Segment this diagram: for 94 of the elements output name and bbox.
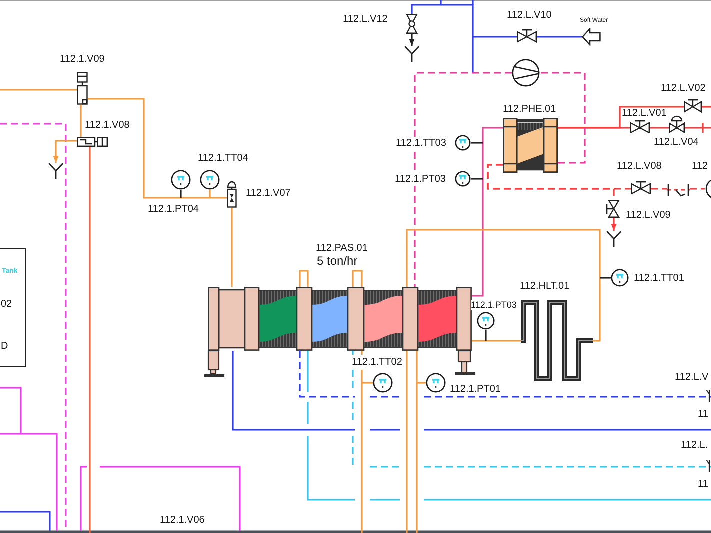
pipe-line	[685, 127, 711, 129]
pipe-line	[209, 190, 211, 198]
plate-heat-exchanger	[208, 287, 472, 351]
valve-symbol	[630, 118, 650, 133]
arrow	[53, 140, 77, 163]
strainer-symbol	[667, 183, 690, 197]
tag-label: 112.1.V08	[85, 120, 130, 132]
pipe-line	[417, 382, 426, 384]
pipe-line	[89, 147, 91, 533]
pipe-line	[471, 178, 483, 180]
tag-label: 112.1.PT01	[450, 384, 501, 396]
info-text: D	[1, 341, 8, 352]
pipe-line	[0, 89, 77, 91]
pump-symbol	[512, 59, 540, 87]
instrument-symbol	[477, 312, 495, 330]
valve-symbol	[605, 200, 622, 218]
tag-label: 112.1.TT01	[634, 273, 684, 284]
holding-tube-coil	[521, 300, 593, 382]
pipe-line	[537, 36, 582, 38]
valve-symbol	[517, 27, 537, 43]
pump-symbol	[705, 178, 711, 200]
pipe-line	[558, 106, 684, 129]
valve-symbol	[227, 181, 237, 208]
dashed-pipe-line	[540, 72, 586, 164]
instrument-symbol	[200, 170, 220, 190]
tag-label: 112.L.V	[675, 372, 709, 384]
arrow	[409, 34, 415, 46]
valve-symbol	[684, 98, 702, 113]
capacity-label: 5 ton/hr	[317, 255, 358, 269]
instrument-symbol	[455, 135, 471, 151]
dashed-pipe-line	[651, 188, 667, 190]
tag-label: 112.1.PT03	[471, 300, 517, 310]
instrument-symbol	[373, 373, 393, 393]
tag-label: 112.L.V08	[617, 161, 662, 172]
instrument-symbol	[426, 373, 446, 393]
info-text: 02	[1, 299, 12, 310]
info-box	[0, 248, 26, 367]
pipe-line	[232, 350, 711, 431]
pipe-line	[416, 351, 418, 533]
tag-label: 112.L.V04	[654, 137, 699, 148]
tag-label: 112.L.V02	[661, 83, 706, 94]
valve-symbol	[406, 14, 418, 34]
plate-heat-exchanger	[503, 118, 558, 173]
tag-label: 112.1.V09	[60, 54, 105, 66]
pipe-line	[472, 340, 521, 342]
pipe-line	[471, 142, 483, 144]
valve-symbol	[669, 114, 685, 133]
tag-label: 112.1.TT03	[396, 138, 446, 150]
pipe-line	[600, 277, 611, 279]
pipe-line	[180, 190, 182, 198]
pipe-line	[80, 105, 82, 137]
tag-label: 112	[692, 161, 708, 172]
tag-label: 112.L.V10	[507, 10, 552, 22]
pipe-line	[361, 350, 363, 533]
pipe-line	[88, 98, 227, 199]
valve-symbol	[77, 72, 88, 105]
tag-label: 112.PHE.01	[503, 104, 556, 116]
pipe-line	[362, 382, 373, 384]
tag-label: 112.1.TT04	[198, 153, 248, 164]
dashed-pipe-line	[414, 72, 512, 287]
tag-label: 112.L.V09	[626, 210, 671, 222]
instrument-symbol	[455, 171, 471, 187]
pipe-line	[231, 208, 233, 287]
pipe-line	[485, 330, 487, 341]
instrument-symbol	[611, 269, 629, 287]
tag-label: 112.L.	[681, 440, 708, 452]
instrument-symbol	[171, 170, 191, 190]
pipe-line	[702, 106, 711, 108]
drain-symbol	[48, 163, 64, 179]
arrow	[611, 218, 617, 231]
dashed-pipe-line	[352, 350, 711, 468]
tag-label: 11	[698, 479, 708, 490]
tag-label: 112.L.V01	[622, 108, 667, 120]
drain-symbol	[606, 231, 622, 247]
tag-label: 112.1.PT04	[148, 204, 199, 216]
pipe-line	[650, 127, 669, 129]
tag-label: 112.1.V06	[160, 515, 205, 526]
tag-label: 112.L.V12	[343, 14, 388, 26]
dashed-pipe-line	[690, 188, 705, 190]
pipe-line	[406, 351, 408, 533]
pipe-line	[411, 4, 517, 38]
tag-label: 112.1.PT03	[395, 174, 446, 186]
dashed-pipe-line	[299, 350, 711, 398]
pipe-line	[406, 229, 601, 342]
drain-symbol	[404, 46, 420, 62]
tag-label: 112.1.TT02	[352, 357, 402, 368]
valve-symbol	[77, 137, 108, 147]
tag-label: 112.HLT.01	[520, 281, 570, 292]
pipe-line	[307, 350, 711, 501]
pipe-line	[472, 127, 503, 297]
tag-label: 11	[698, 409, 708, 420]
inlet-arrow	[582, 28, 601, 46]
tag-label: 112.PAS.01	[316, 243, 368, 254]
tag-label: 112.1.V07	[246, 188, 291, 200]
